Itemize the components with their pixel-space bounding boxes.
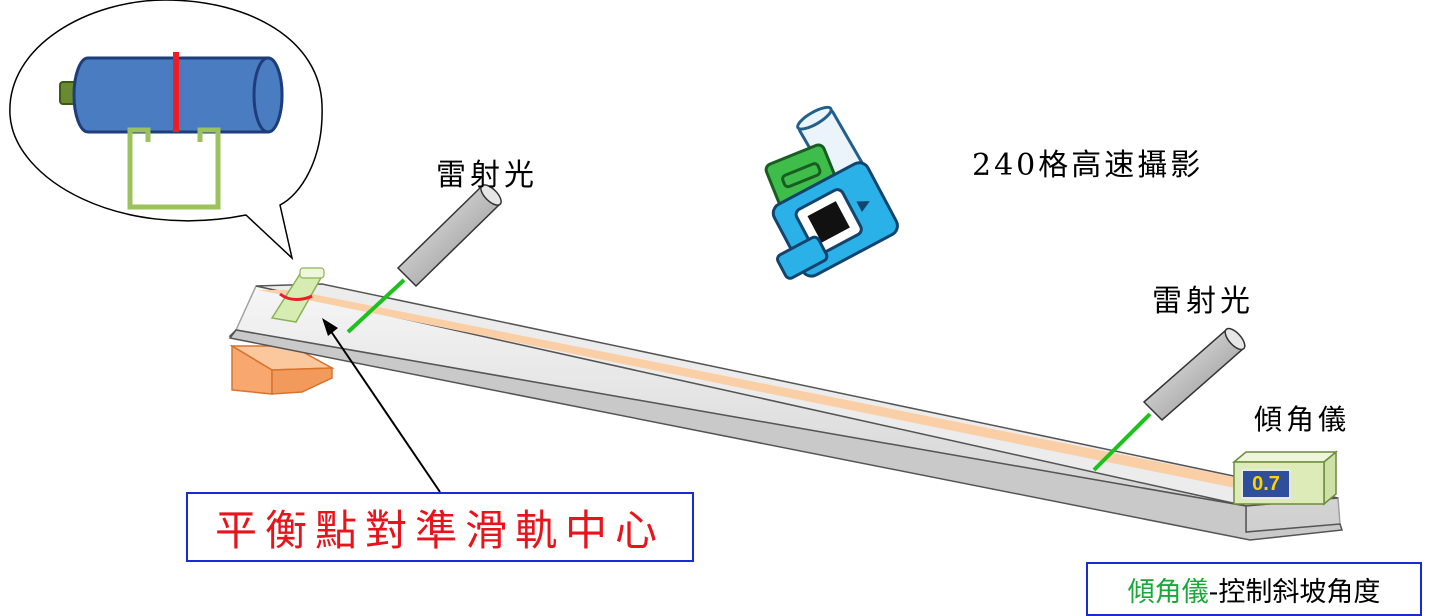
inclinometer-device-icon — [1231, 450, 1339, 506]
camera-label: 240格高速攝影 — [972, 148, 1204, 183]
laser-top-label: 雷射光 — [436, 158, 538, 193]
support-block — [229, 344, 335, 395]
laser-beam-right — [1092, 412, 1152, 472]
laser-right-label: 雷射光 — [1152, 284, 1254, 319]
balance-point-note-text: 平衡點對準滑軌中心 — [214, 505, 665, 555]
laser-beam-left — [346, 278, 406, 334]
glider-cart — [270, 267, 325, 323]
inclined-track — [228, 283, 1344, 541]
laser-pointer-right-icon — [1142, 327, 1246, 422]
inclinometer-caption: 傾角儀-控制斜坡角度 — [1086, 562, 1422, 616]
laser-pointer-left-icon — [396, 184, 502, 288]
high-speed-camera-icon — [764, 105, 899, 280]
pointer-arrow — [322, 318, 441, 493]
balance-point-note: 平衡點對準滑軌中心 — [186, 492, 694, 562]
caption-highlight: 傾角儀 — [1127, 576, 1209, 608]
inclinometer-display-value: 0.7 — [1252, 472, 1280, 495]
caption-rest: -控制斜坡角度 — [1208, 576, 1381, 608]
inclinometer-label: 傾角儀 — [1254, 403, 1351, 436]
magnified-cylinder-icon — [59, 52, 284, 134]
magnified-bracket-icon — [127, 127, 221, 210]
